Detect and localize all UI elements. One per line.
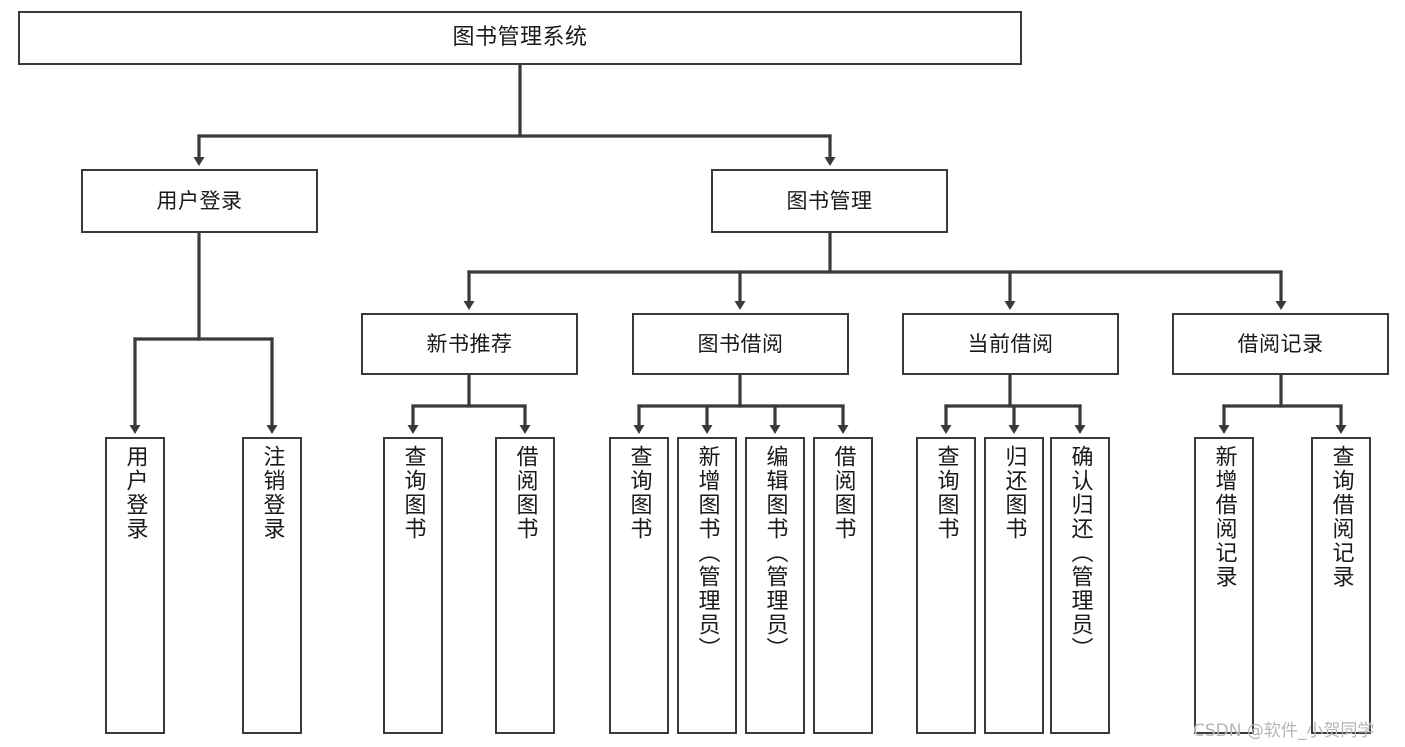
node-borrow-record-label: 借阅记录 [1237,331,1324,356]
node-leaf-query-record[interactable]: 查询借阅记录 [1311,437,1371,734]
node-leaf-borrow-book-2-label: 借阅图书 [830,445,856,541]
node-leaf-confirm-return-label: 确认归还（管理员） [1067,445,1093,661]
node-leaf-edit-book-label: 编辑图书（管理员） [762,445,788,661]
node-user-login-label: 用户登录 [156,188,243,213]
node-book-borrow[interactable]: 图书借阅 [632,313,849,375]
node-leaf-borrow-book-2[interactable]: 借阅图书 [813,437,873,734]
node-current-borrow[interactable]: 当前借阅 [902,313,1119,375]
node-leaf-edit-book[interactable]: 编辑图书（管理员） [745,437,805,734]
node-leaf-query-book-1-label: 查询图书 [400,445,426,541]
node-book-manage-label: 图书管理 [786,188,873,213]
node-root-label: 图书管理系统 [452,25,588,51]
node-leaf-add-record[interactable]: 新增借阅记录 [1194,437,1254,734]
node-book-manage[interactable]: 图书管理 [711,169,948,233]
node-leaf-add-book-label: 新增图书（管理员） [694,445,720,661]
node-leaf-query-book-2[interactable]: 查询图书 [609,437,669,734]
node-leaf-add-book[interactable]: 新增图书（管理员） [677,437,737,734]
node-book-borrow-label: 图书借阅 [697,331,784,356]
node-leaf-return-book-label: 归还图书 [1001,445,1027,541]
node-leaf-query-record-label: 查询借阅记录 [1328,445,1354,589]
node-leaf-user-login[interactable]: 用户登录 [105,437,165,734]
node-leaf-query-book-3-label: 查询图书 [933,445,959,541]
node-leaf-query-book-2-label: 查询图书 [626,445,652,541]
node-leaf-return-book[interactable]: 归还图书 [984,437,1044,734]
node-current-borrow-label: 当前借阅 [967,331,1054,356]
node-leaf-borrow-book-1-label: 借阅图书 [512,445,538,541]
node-leaf-user-login-label: 用户登录 [122,445,148,541]
node-leaf-confirm-return[interactable]: 确认归还（管理员） [1050,437,1110,734]
node-leaf-logout-login[interactable]: 注销登录 [242,437,302,734]
node-root[interactable]: 图书管理系统 [18,11,1022,65]
node-leaf-logout-login-label: 注销登录 [259,445,285,541]
node-borrow-record[interactable]: 借阅记录 [1172,313,1389,375]
node-leaf-query-book-3[interactable]: 查询图书 [916,437,976,734]
node-new-book-recommend-label: 新书推荐 [426,331,513,356]
node-leaf-borrow-book-1[interactable]: 借阅图书 [495,437,555,734]
node-leaf-add-record-label: 新增借阅记录 [1211,445,1237,589]
node-user-login[interactable]: 用户登录 [81,169,318,233]
node-new-book-recommend[interactable]: 新书推荐 [361,313,578,375]
csdn-watermark: CSDN @软件_小贺同学 [1193,721,1375,741]
node-leaf-query-book-1[interactable]: 查询图书 [383,437,443,734]
